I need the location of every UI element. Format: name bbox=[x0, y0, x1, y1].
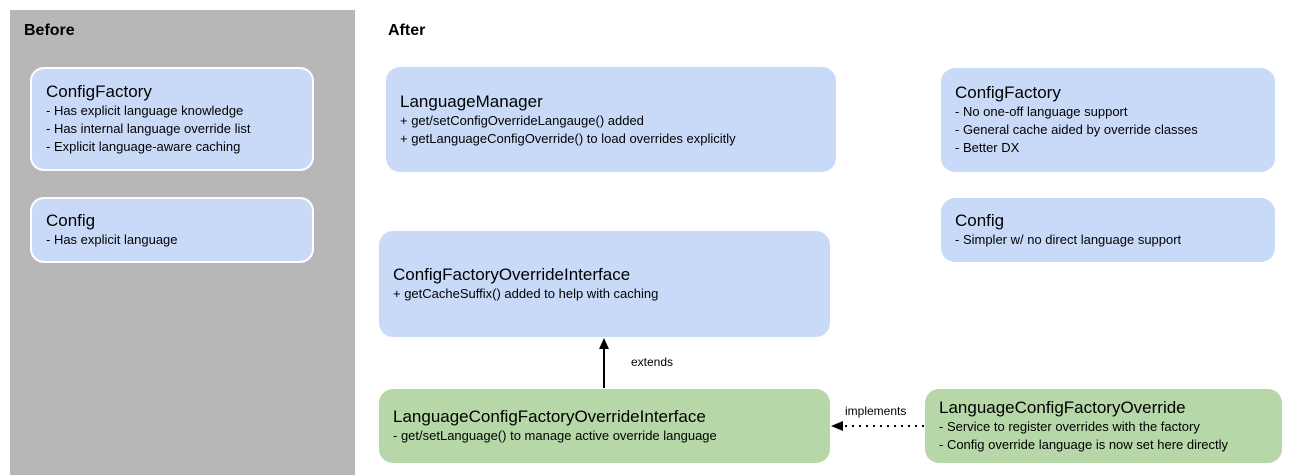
box-lines: - Has explicit language bbox=[46, 231, 298, 249]
box-title: ConfigFactory bbox=[46, 82, 152, 101]
language-config-factory-override-interface-box: LanguageConfigFactoryOverrideInterface -… bbox=[379, 389, 830, 463]
box-line: - Has internal language override list bbox=[46, 121, 251, 136]
box-line: + getCacheSuffix() added to help with ca… bbox=[393, 286, 659, 301]
box-title: Config bbox=[955, 211, 1005, 230]
box-line: - get/setLanguage() to manage active ove… bbox=[393, 428, 717, 443]
language-manager-box: LanguageManager + get/setConfigOverrideL… bbox=[386, 67, 836, 172]
box-title: ConfigFactoryOverrideInterface bbox=[393, 265, 631, 284]
box-line: - No one-off language support bbox=[955, 104, 1128, 119]
box-line: - Config override language is now set he… bbox=[939, 437, 1229, 452]
box-line: + get/setConfigOverrideLangauge() added bbox=[400, 112, 644, 128]
box-line: - Has explicit language bbox=[46, 232, 178, 247]
box-line: - General cache aided by override classe… bbox=[955, 122, 1198, 137]
extends-edge bbox=[599, 338, 609, 388]
box-line: + getLanguageConfigOverride() to load ov… bbox=[400, 130, 736, 146]
after-config-factory-box: ConfigFactory - No one-off language supp… bbox=[941, 68, 1275, 172]
box-title: LanguageConfigFactoryOverride bbox=[939, 398, 1186, 417]
implements-label: implements bbox=[845, 404, 907, 418]
box-lines: + getCacheSuffix() added to help with ca… bbox=[393, 285, 816, 303]
box-title: LanguageConfigFactoryOverrideInterface bbox=[393, 407, 706, 426]
box-lines: - Service to register overrides with the… bbox=[939, 418, 1268, 454]
after-config-box: Config - Simpler w/ no direct language s… bbox=[941, 198, 1275, 262]
box-title: LanguageManager bbox=[400, 91, 543, 111]
before-config-factory-box: ConfigFactory - Has explicit language kn… bbox=[30, 67, 314, 171]
box-line: - Better DX bbox=[955, 140, 1020, 155]
box-title: ConfigFactory bbox=[955, 83, 1061, 102]
before-title: Before bbox=[24, 22, 75, 39]
box-lines: - Has explicit language knowledge - Has … bbox=[46, 102, 298, 156]
box-line: - Has explicit language knowledge bbox=[46, 103, 244, 118]
implements-edge bbox=[831, 421, 924, 431]
after-title: After bbox=[388, 22, 426, 39]
box-line: - Simpler w/ no direct language support bbox=[955, 232, 1182, 247]
box-lines: - get/setLanguage() to manage active ove… bbox=[393, 427, 816, 445]
extends-label: extends bbox=[631, 355, 674, 369]
before-config-box: Config - Has explicit language bbox=[30, 197, 314, 263]
box-line: - Explicit language-aware caching bbox=[46, 139, 241, 154]
box-lines: - Simpler w/ no direct language support bbox=[955, 231, 1261, 249]
box-lines: - No one-off language support - General … bbox=[955, 103, 1261, 157]
box-line: - Service to register overrides with the… bbox=[939, 419, 1200, 434]
box-title: Config bbox=[46, 211, 96, 230]
language-config-factory-override-box: LanguageConfigFactoryOverride - Service … bbox=[925, 389, 1282, 463]
config-factory-override-interface-box: ConfigFactoryOverrideInterface + getCach… bbox=[379, 231, 830, 337]
box-lines: + get/setConfigOverrideLangauge() added … bbox=[400, 112, 822, 148]
